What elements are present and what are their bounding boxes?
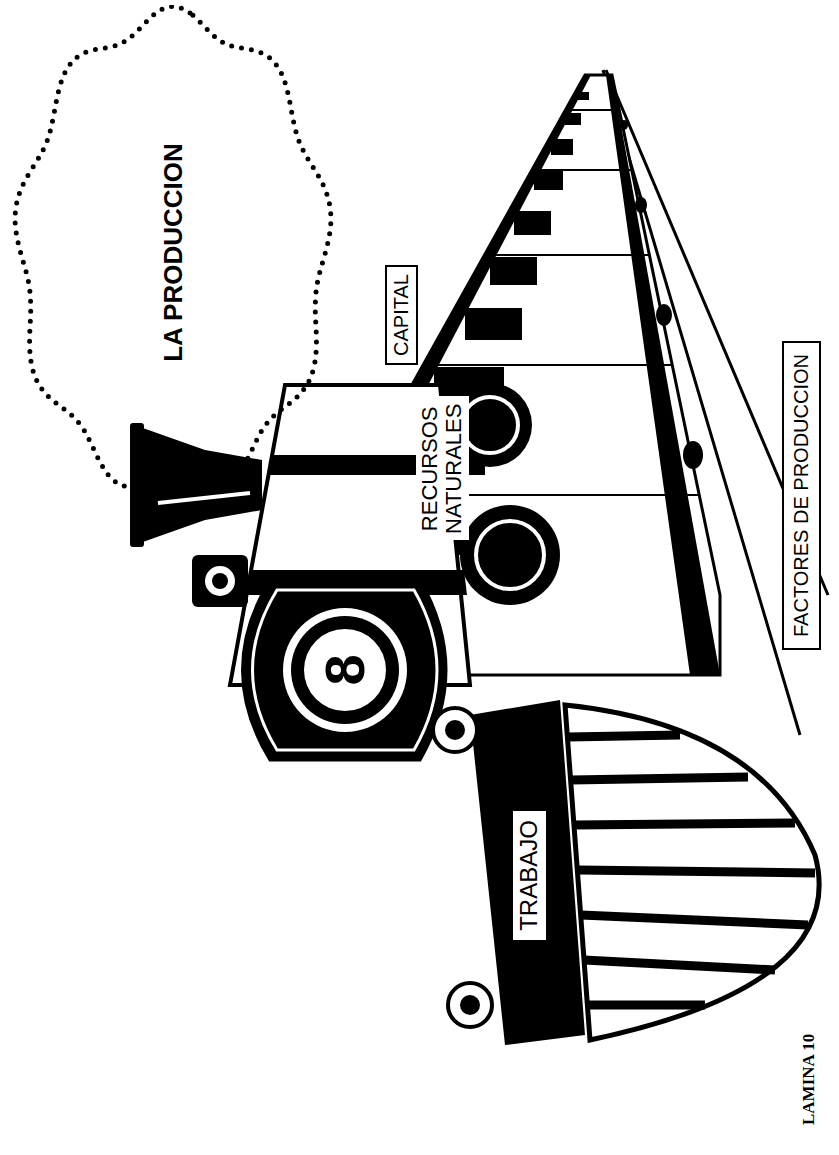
car-wheels bbox=[620, 120, 703, 469]
wheel bbox=[656, 304, 672, 326]
wheel bbox=[683, 441, 703, 469]
node-text: FACTORES DE PRODUCCION bbox=[790, 353, 812, 638]
bar bbox=[588, 1001, 705, 1010]
lamp-core bbox=[445, 720, 465, 740]
locomotive bbox=[130, 383, 819, 1045]
window bbox=[551, 139, 573, 155]
cloud-dots bbox=[15, 6, 331, 486]
plate-number: 8 bbox=[317, 654, 373, 685]
cowcatcher-bars bbox=[568, 735, 815, 1005]
divider bbox=[532, 169, 632, 171]
front-shield bbox=[243, 580, 447, 760]
window bbox=[465, 308, 522, 340]
cloud-node: LA PRODUCCION bbox=[8, 5, 338, 500]
bar bbox=[574, 823, 795, 825]
shield-outline bbox=[253, 590, 438, 750]
divider bbox=[565, 109, 619, 111]
window bbox=[577, 92, 589, 100]
lamp bbox=[448, 983, 492, 1027]
drive-wheel bbox=[460, 505, 560, 605]
smokestack-highlight bbox=[158, 493, 250, 503]
wheel bbox=[620, 120, 628, 130]
window bbox=[534, 170, 563, 190]
number-plate-ring bbox=[283, 608, 407, 732]
node-text: TRABAJO bbox=[516, 819, 542, 932]
factor-label: RECURSOS NATURALES bbox=[416, 396, 469, 540]
lamp bbox=[433, 708, 477, 752]
window bbox=[490, 257, 537, 285]
factor-box: CAPITAL bbox=[385, 265, 418, 365]
headlamp-core bbox=[212, 573, 228, 589]
cowcatcher bbox=[565, 705, 819, 1040]
bar bbox=[584, 960, 775, 970]
node-text: CAPITAL bbox=[390, 273, 412, 357]
node-text: LA PRODUCCION bbox=[159, 143, 188, 362]
car-underframe bbox=[606, 75, 720, 675]
headlamp-glass bbox=[205, 566, 235, 596]
window bbox=[514, 211, 551, 235]
wheel bbox=[635, 197, 647, 213]
number-plate-center bbox=[304, 629, 386, 711]
heading-box: FACTORES DE PRODUCCION bbox=[782, 341, 821, 650]
bar bbox=[581, 915, 808, 925]
bar bbox=[571, 777, 748, 780]
divider bbox=[484, 254, 649, 256]
bar bbox=[578, 870, 815, 873]
plate-caption: LAMINA 10 bbox=[800, 1034, 817, 1125]
wheel-rim bbox=[476, 521, 544, 589]
factor-label: TRABAJO bbox=[513, 811, 546, 940]
headlamp bbox=[192, 555, 248, 607]
lamp-core bbox=[460, 995, 480, 1015]
divider bbox=[423, 364, 672, 366]
wheel-rim bbox=[462, 397, 518, 453]
node-text: RECURSOS NATURALES bbox=[418, 404, 466, 534]
bar bbox=[568, 735, 680, 737]
window bbox=[565, 113, 581, 125]
number-plate bbox=[291, 616, 399, 724]
